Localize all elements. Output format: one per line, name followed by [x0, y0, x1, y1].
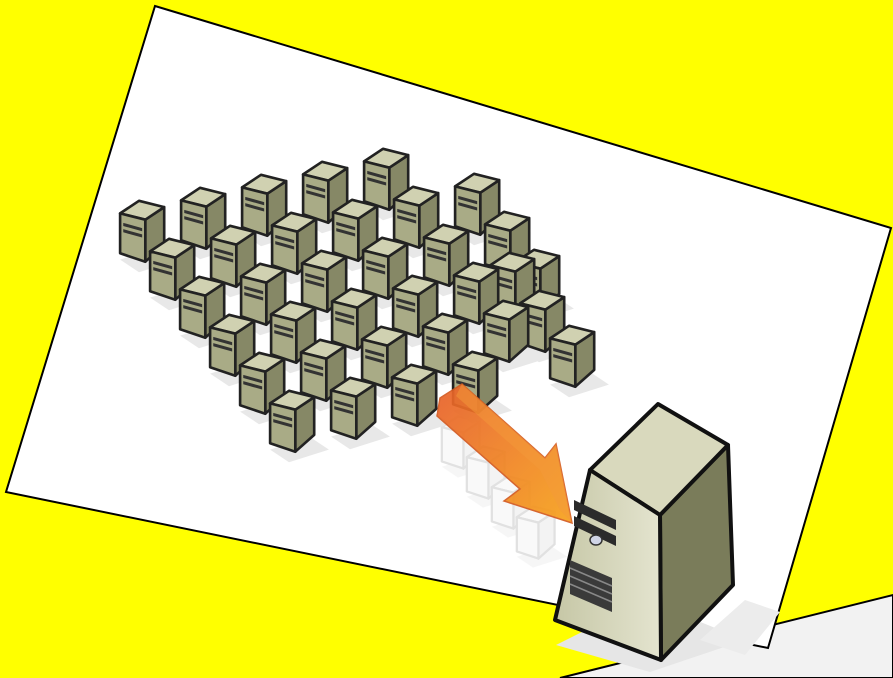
diagram-canvas — [0, 0, 893, 678]
